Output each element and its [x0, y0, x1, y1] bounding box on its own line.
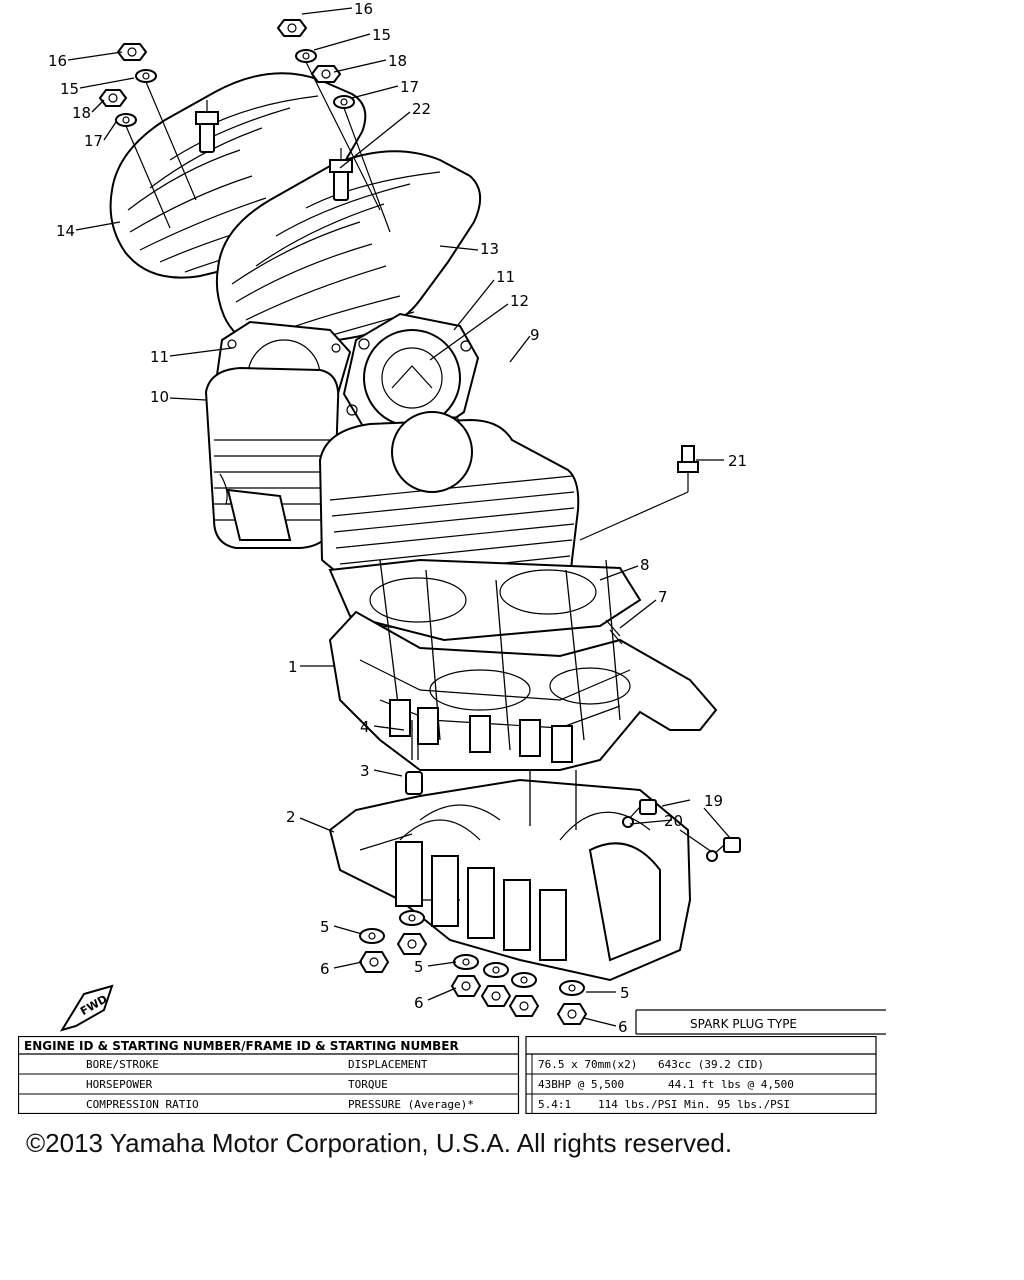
callout-18-top: 18 — [388, 52, 407, 70]
callout-2: 2 — [286, 808, 296, 826]
row-label-b: DISPLACEMENT — [348, 1058, 428, 1071]
dowel-pin — [405, 771, 423, 795]
callout-8: 8 — [640, 556, 650, 574]
callout-9: 9 — [530, 326, 540, 344]
piston-ring-12 — [381, 347, 443, 409]
table-row: COMPRESSION RATIO PRESSURE (Average)* 5.… — [86, 1098, 790, 1111]
crankcase-bolt-lower — [706, 837, 741, 862]
callout-6-a: 6 — [320, 960, 330, 978]
callout-7: 7 — [658, 588, 668, 606]
callout-16-top: 16 — [354, 0, 373, 18]
row-value-b: 643cc (39.2 CID) — [658, 1058, 764, 1071]
callout-14: 14 — [56, 222, 75, 240]
callout-16-left: 16 — [48, 52, 67, 70]
row-value-a: 5.4:1 — [538, 1098, 571, 1111]
underside-nuts-washers — [358, 910, 588, 1025]
spark-plug-rear — [195, 100, 219, 153]
row-value-b: 44.1 ft lbs @ 4,500 — [668, 1078, 794, 1091]
callout-3: 3 — [360, 762, 370, 780]
leader-lines — [67, 7, 731, 1027]
callout-5-a: 5 — [320, 918, 330, 936]
crankcase-upper — [328, 559, 718, 771]
callout-4: 4 — [360, 718, 370, 736]
row-label-a: COMPRESSION RATIO — [86, 1098, 199, 1111]
copyright-notice: ©2013 Yamaha Motor Corporation, U.S.A. A… — [26, 1128, 733, 1158]
spark-plug-type-label: SPARK PLUG TYPE — [690, 1017, 797, 1031]
head-nut-stack-left — [98, 43, 157, 127]
callout-15-top: 15 — [372, 26, 391, 44]
callout-21: 21 — [728, 452, 747, 470]
table-row: HORSEPOWER TORQUE 43BHP @ 5,500 44.1 ft … — [86, 1078, 794, 1091]
row-value-b: 114 lbs./PSI Min. 95 lbs./PSI — [598, 1098, 790, 1111]
row-value-a: 43BHP @ 5,500 — [538, 1078, 624, 1091]
oil-jet-bolt — [579, 445, 699, 541]
cylinder-rear — [204, 366, 340, 549]
callout-15-left: 15 — [60, 80, 79, 98]
callout-22: 22 — [412, 100, 431, 118]
callout-18-left: 18 — [72, 104, 91, 122]
callout-11-right: 11 — [496, 268, 515, 286]
callout-1: 1 — [288, 658, 298, 676]
spark-plug-type-header: SPARK PLUG TYPE — [635, 1009, 886, 1035]
callout-6-b: 6 — [414, 994, 424, 1012]
callout-5-b: 5 — [414, 958, 424, 976]
callout-10: 10 — [150, 388, 169, 406]
table-header: ENGINE ID & STARTING NUMBER/FRAME ID & S… — [24, 1039, 459, 1053]
callout-19: 19 — [704, 792, 723, 810]
row-label-b: TORQUE — [348, 1078, 388, 1091]
head-stud-guide-lines — [125, 61, 391, 233]
head-gasket-front — [342, 312, 480, 442]
row-label-a: HORSEPOWER — [86, 1078, 153, 1091]
callout-12: 12 — [510, 292, 529, 310]
row-label-a: BORE/STROKE — [86, 1058, 159, 1071]
callout-labels: 16 15 18 17 22 16 15 18 17 14 13 11 12 9… — [48, 0, 747, 1036]
callout-13: 13 — [480, 240, 499, 258]
fwd-arrow-icon: FWD — [59, 984, 114, 1032]
row-label-b: PRESSURE (Average)* — [348, 1098, 474, 1111]
crankcase-stud — [411, 720, 419, 760]
callout-6-c: 6 — [618, 1018, 628, 1036]
callout-5-c: 5 — [620, 984, 630, 1002]
callout-20: 20 — [664, 812, 683, 830]
crankcase-lower — [328, 770, 692, 982]
row-value-a: 76.5 x 70mm(x2) — [538, 1058, 637, 1071]
callout-17-top: 17 — [400, 78, 419, 96]
head-nut-stack-right — [276, 19, 355, 109]
callout-17-left: 17 — [84, 132, 103, 150]
engine-spec-table: ENGINE ID & STARTING NUMBER/FRAME ID & S… — [18, 1036, 877, 1114]
callout-11-left: 11 — [150, 348, 169, 366]
table-row: BORE/STROKE DISPLACEMENT 76.5 x 70mm(x2)… — [86, 1058, 764, 1071]
